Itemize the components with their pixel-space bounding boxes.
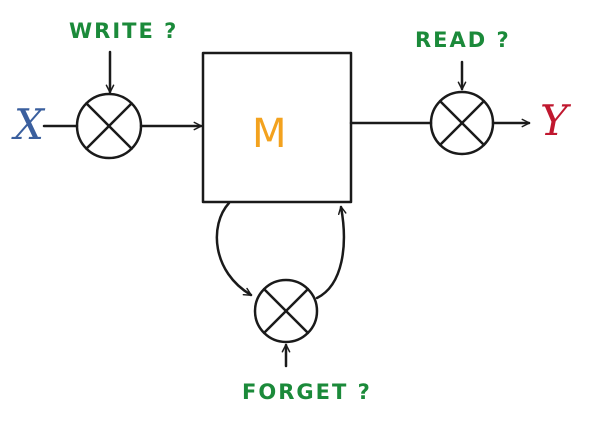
memory-box bbox=[201, 51, 353, 204]
output-label: Y bbox=[540, 96, 568, 145]
write-gate-label: WRITE ? bbox=[69, 19, 179, 43]
write-gate bbox=[75, 92, 143, 160]
forget-gate bbox=[253, 278, 319, 344]
forget-gate-label: FORGET ? bbox=[242, 380, 372, 404]
forget-to-memory-loop bbox=[315, 205, 347, 300]
memory-label: M bbox=[252, 111, 287, 157]
input-label: X bbox=[14, 100, 44, 149]
read-gate bbox=[429, 90, 495, 156]
read-gate-label: READ ? bbox=[415, 28, 511, 52]
memory-to-forget-loop bbox=[215, 201, 253, 297]
